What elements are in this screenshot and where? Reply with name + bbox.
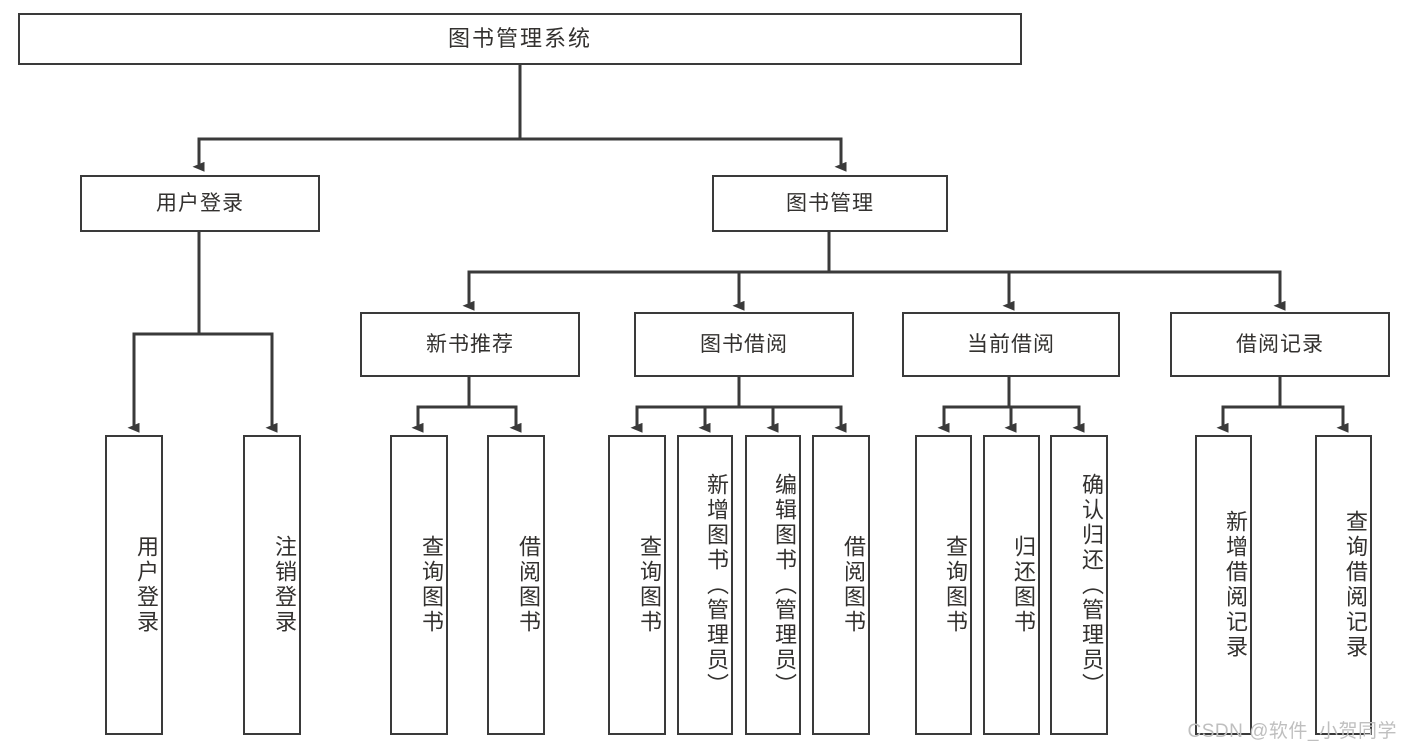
node-user-login[interactable]: 用户登录 <box>80 175 320 232</box>
leaf-user-login-login[interactable]: 用户登录 <box>105 435 163 735</box>
node-book-borrow[interactable]: 图书借阅 <box>634 312 854 377</box>
node-book-management[interactable]: 图书管理 <box>712 175 948 232</box>
leaf-book-borrow-add-book-admin[interactable]: 新增图书（管理员） <box>677 435 733 735</box>
node-new-book-recommend[interactable]: 新书推荐 <box>360 312 580 377</box>
leaf-book-borrow-borrow-book[interactable]: 借阅图书 <box>812 435 870 735</box>
leaf-current-borrow-confirm-return-admin[interactable]: 确认归还（管理员） <box>1050 435 1108 735</box>
leaf-current-borrow-query-book[interactable]: 查询图书 <box>915 435 972 735</box>
leaf-book-borrow-edit-book-admin[interactable]: 编辑图书（管理员） <box>745 435 801 735</box>
leaf-book-borrow-query-book[interactable]: 查询图书 <box>608 435 666 735</box>
node-borrow-record[interactable]: 借阅记录 <box>1170 312 1390 377</box>
leaf-current-borrow-return-book[interactable]: 归还图书 <box>983 435 1040 735</box>
leaf-borrow-record-add-record[interactable]: 新增借阅记录 <box>1195 435 1252 735</box>
leaf-new-book-borrow-book[interactable]: 借阅图书 <box>487 435 545 735</box>
leaf-borrow-record-query-record[interactable]: 查询借阅记录 <box>1315 435 1372 735</box>
leaf-new-book-query-book[interactable]: 查询图书 <box>390 435 448 735</box>
node-current-borrow[interactable]: 当前借阅 <box>902 312 1120 377</box>
node-root-book-management-system[interactable]: 图书管理系统 <box>18 13 1022 65</box>
leaf-user-login-logout[interactable]: 注销登录 <box>243 435 301 735</box>
